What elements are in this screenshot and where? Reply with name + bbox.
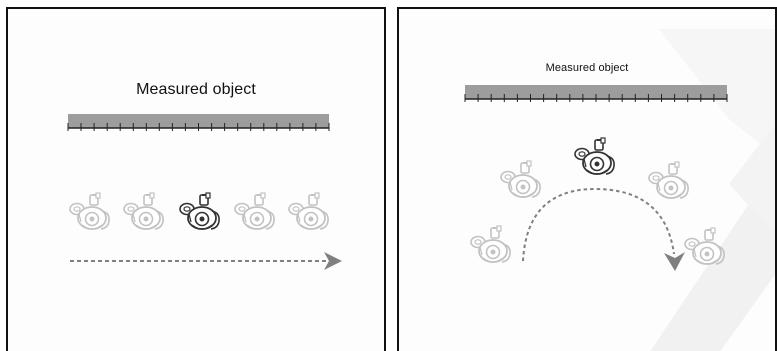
ruler-ticks xyxy=(67,123,330,131)
dashed-arrow-icon xyxy=(70,252,342,270)
arc-path-diagram: Measured object xyxy=(397,7,777,351)
ruler-ticks xyxy=(464,94,728,102)
measured-object-ruler xyxy=(464,85,728,102)
measured-object-label: Measured object xyxy=(545,62,629,74)
measured-object-ruler xyxy=(67,114,330,131)
dashed-arc-arrow-icon xyxy=(522,187,685,271)
measured-object-label: Measured object xyxy=(136,81,256,98)
linear-path-diagram: Measured object xyxy=(6,7,386,351)
